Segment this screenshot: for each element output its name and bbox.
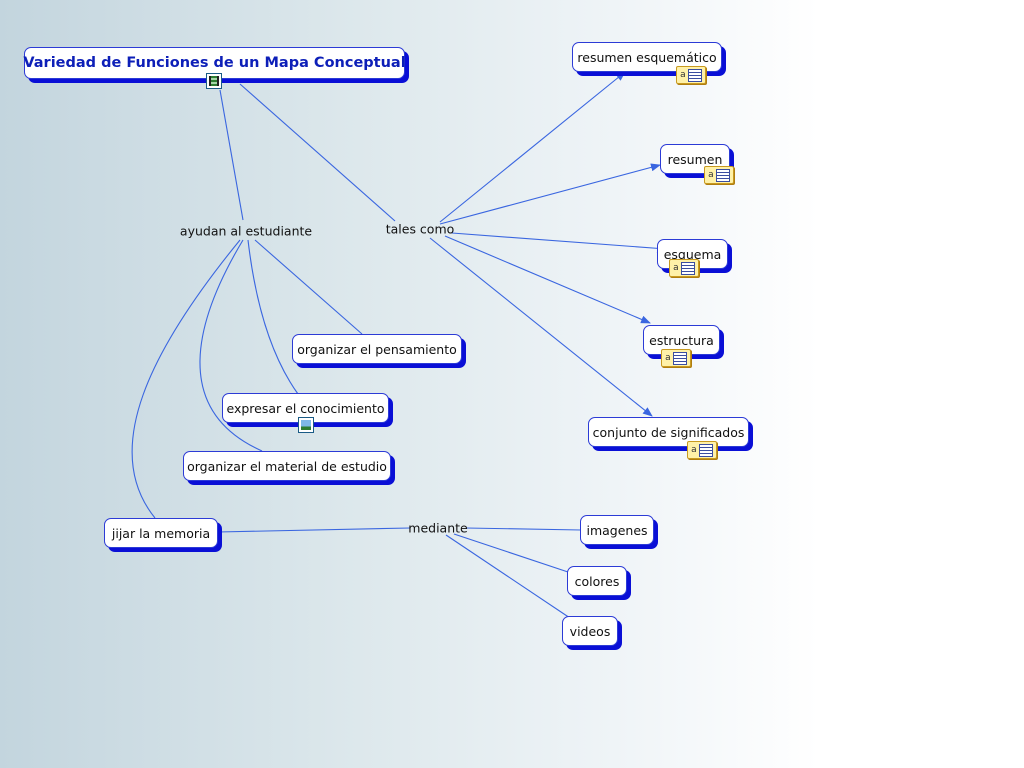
- concept-label: conjunto de significados: [592, 424, 745, 440]
- film-icon[interactable]: [206, 73, 222, 89]
- line-mediante-colores: [453, 533, 569, 573]
- arrow-estructura: [444, 235, 651, 324]
- link-phrase-tales-como[interactable]: tales como: [385, 221, 455, 237]
- link-phrase-mediante[interactable]: mediante: [408, 520, 468, 536]
- link-phrase-ayudan[interactable]: ayudan al estudiante: [179, 223, 313, 239]
- concept-label: organizar el pensamiento: [297, 341, 457, 357]
- concept-label: organizar el material de estudio: [187, 458, 387, 474]
- concept-label: resumen esquemático: [577, 49, 717, 65]
- image-icon[interactable]: [298, 417, 314, 433]
- line-ayudan-expresar: [247, 239, 299, 395]
- arrow-conjunto: [429, 237, 653, 417]
- text-resource-icon[interactable]: a: [676, 66, 706, 84]
- line-ayudan-pensamiento: [254, 239, 363, 335]
- concept-imagenes[interactable]: imagenes: [580, 515, 654, 545]
- concept-videos[interactable]: videos: [562, 616, 618, 646]
- concept-label: resumen: [667, 151, 723, 167]
- line-ayudan-memoria: [131, 239, 241, 519]
- concept-label: colores: [574, 573, 620, 589]
- text-resource-icon[interactable]: a: [704, 166, 734, 184]
- text-resource-icon[interactable]: a: [661, 349, 691, 367]
- concept-label: imagenes: [586, 522, 648, 538]
- text-resource-icon[interactable]: a: [669, 259, 699, 277]
- arrow-resumen: [439, 163, 661, 225]
- line-mediante-imagenes: [465, 527, 582, 531]
- concept-organizar-pensamiento[interactable]: organizar el pensamiento: [292, 334, 462, 364]
- concept-organizar-material[interactable]: organizar el material de estudio: [183, 451, 391, 481]
- arrow-resumen-esquematico: [439, 71, 626, 223]
- arrow-esquema: [451, 232, 667, 253]
- text-resource-icon[interactable]: a: [687, 441, 717, 459]
- line-title-ayudan: [219, 89, 244, 221]
- concept-colores[interactable]: colores: [567, 566, 627, 596]
- map-title: Variedad de Funciones de un Mapa Concept…: [23, 55, 406, 71]
- line-ayudan-material: [199, 239, 263, 452]
- concept-label: jijar la memoria: [111, 525, 211, 541]
- line-title-tales: [239, 83, 396, 222]
- line-memoria-mediante: [217, 527, 411, 533]
- concept-fijar-memoria[interactable]: jijar la memoria: [104, 518, 218, 548]
- concept-label: expresar el conocimiento: [226, 400, 385, 416]
- concept-label: esquema: [663, 246, 722, 262]
- line-mediante-videos: [445, 534, 571, 619]
- map-title-node[interactable]: Variedad de Funciones de un Mapa Concept…: [23, 47, 406, 79]
- concept-conjunto-de-significados[interactable]: conjunto de significados: [588, 417, 749, 447]
- concept-label: estructura: [649, 332, 714, 348]
- concept-label: videos: [569, 623, 611, 639]
